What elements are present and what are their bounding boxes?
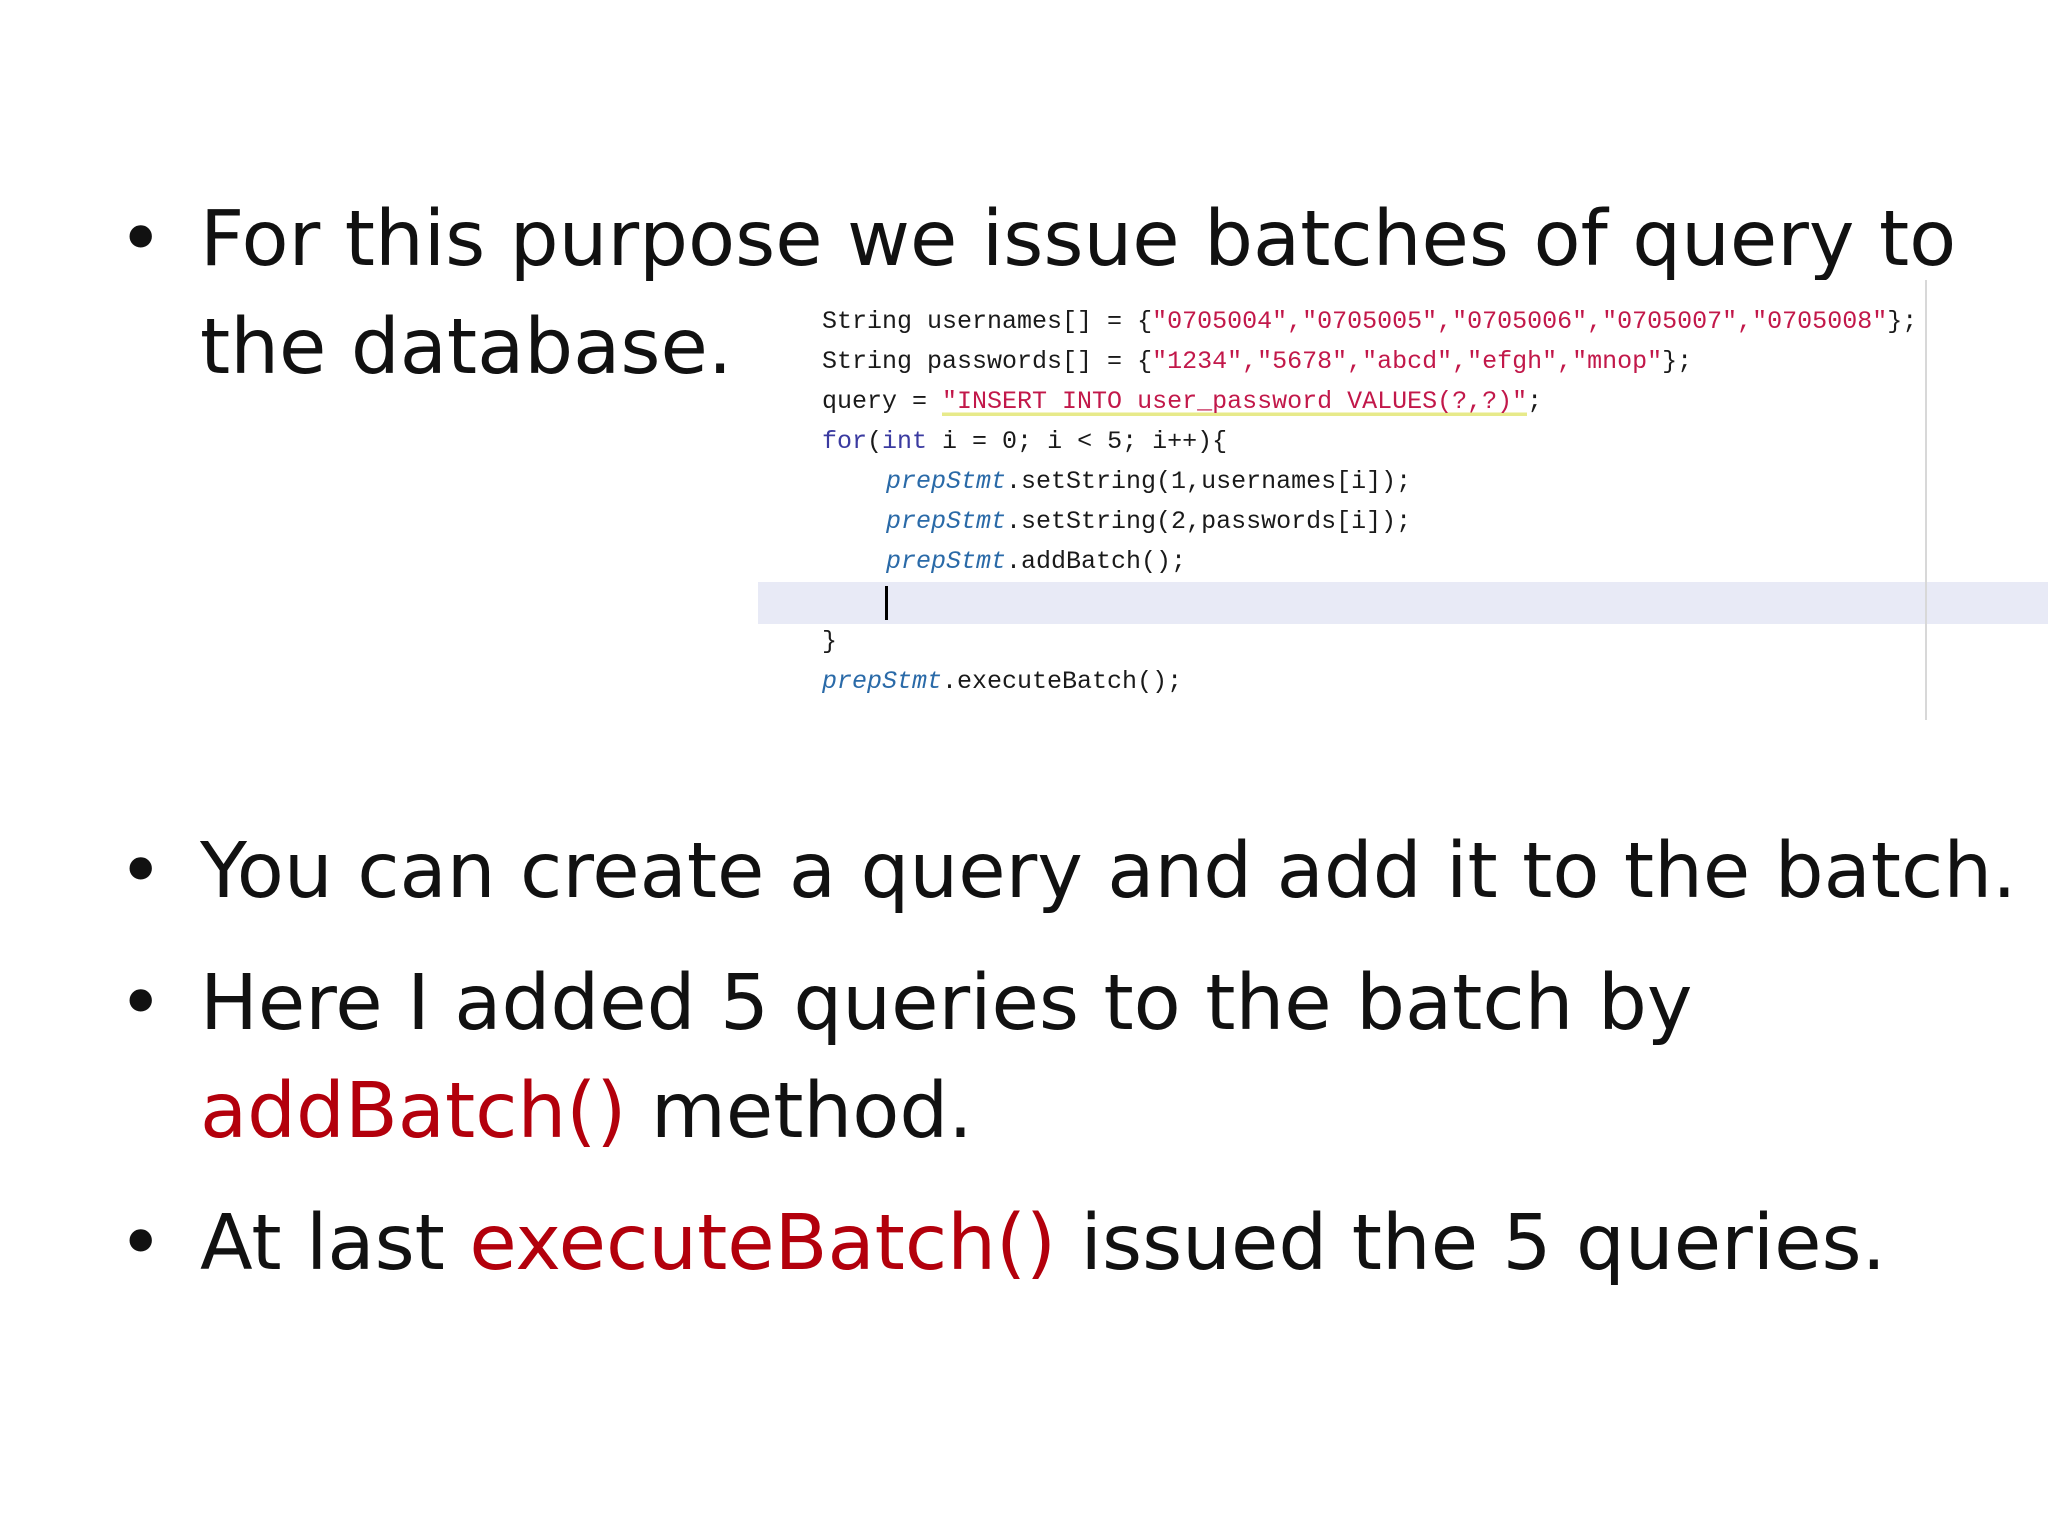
bullet-4: • At last executeBatch() issued the 5 qu… <box>118 1190 1978 1300</box>
current-line-highlight <box>758 582 2048 624</box>
code-text: ( <box>867 427 883 456</box>
code-text: }; <box>1887 307 1918 336</box>
code-text: .setString(1,usernames[i]); <box>1006 467 1412 496</box>
code-line-set-password: prepStmt.setString(2,passwords[i]); <box>886 502 1411 542</box>
code-line-set-username: prepStmt.setString(1,usernames[i]); <box>886 462 1411 502</box>
method-name-addbatch: addBatch() <box>200 1067 627 1156</box>
code-field: prepStmt <box>822 667 943 696</box>
code-text: { <box>1137 307 1153 336</box>
code-sql-string: "INSERT INTO user_password VALUES(?,?)" <box>942 387 1528 416</box>
bullet-dot: • <box>118 1199 164 1288</box>
code-text: query = <box>822 387 943 416</box>
bullet-1-line-2: the database. <box>200 303 733 392</box>
bullet-3-line-2-rest: method. <box>626 1067 973 1156</box>
code-screenshot: String usernames[] = {"0705004","0705005… <box>758 280 2048 720</box>
bullet-dot: • <box>118 195 164 284</box>
code-text: String passwords[] = <box>822 347 1138 376</box>
bullet-1: • For this purpose we issue batches of q… <box>118 186 1978 406</box>
code-string: "1234","5678","abcd","efgh","mnop" <box>1152 347 1663 376</box>
code-keyword: for <box>822 427 868 456</box>
code-line-execute-batch: prepStmt.executeBatch(); <box>822 662 1182 702</box>
code-field: prepStmt <box>886 507 1007 536</box>
code-line-add-batch: prepStmt.addBatch(); <box>886 542 1186 582</box>
code-line-query: query = "INSERT INTO user_password VALUE… <box>822 382 1542 422</box>
code-text: { <box>1137 347 1153 376</box>
bullet-dot: • <box>118 827 164 916</box>
bullet-1-line-1: For this purpose we issue batches of que… <box>200 195 1957 284</box>
code-text: .addBatch(); <box>1006 547 1187 576</box>
bullet-3-line-1: Here I added 5 queries to the batch by <box>200 959 1693 1048</box>
code-line-close-brace: } <box>822 622 837 662</box>
bullet-4-post: issued the 5 queries. <box>1056 1199 1887 1288</box>
code-text: ; <box>1527 387 1543 416</box>
code-field: prepStmt <box>886 467 1007 496</box>
text-caret <box>885 586 888 620</box>
code-line-usernames: String usernames[] = {"0705004","0705005… <box>822 302 1917 342</box>
code-line-passwords: String passwords[] = {"1234","5678","abc… <box>822 342 1692 382</box>
method-name-executebatch: executeBatch() <box>469 1199 1057 1288</box>
bullet-3: • Here I added 5 queries to the batch by… <box>118 950 1978 1170</box>
bullet-dot: • <box>118 959 164 1048</box>
code-text: }; <box>1662 347 1693 376</box>
code-text: i = 0; i < 5; i++){ <box>927 427 1228 456</box>
print-margin-line <box>1925 280 1927 720</box>
bullet-2: • You can create a query and add it to t… <box>118 818 2017 928</box>
bullet-2-text: You can create a query and add it to the… <box>200 827 2017 916</box>
bullet-4-text: At last executeBatch() issued the 5 quer… <box>200 1190 1886 1298</box>
code-line-for: for(int i = 0; i < 5; i++){ <box>822 422 1227 462</box>
code-text: String usernames[] = <box>822 307 1138 336</box>
code-text: } <box>822 627 838 656</box>
code-text: .executeBatch(); <box>942 667 1183 696</box>
code-text: .setString(2,passwords[i]); <box>1006 507 1412 536</box>
code-string: "0705004","0705005","0705006","0705007",… <box>1152 307 1888 336</box>
bullet-3-line-2: addBatch() method. <box>200 1058 973 1166</box>
code-keyword: int <box>882 427 928 456</box>
bullet-4-pre: At last <box>200 1199 470 1288</box>
code-field: prepStmt <box>886 547 1007 576</box>
